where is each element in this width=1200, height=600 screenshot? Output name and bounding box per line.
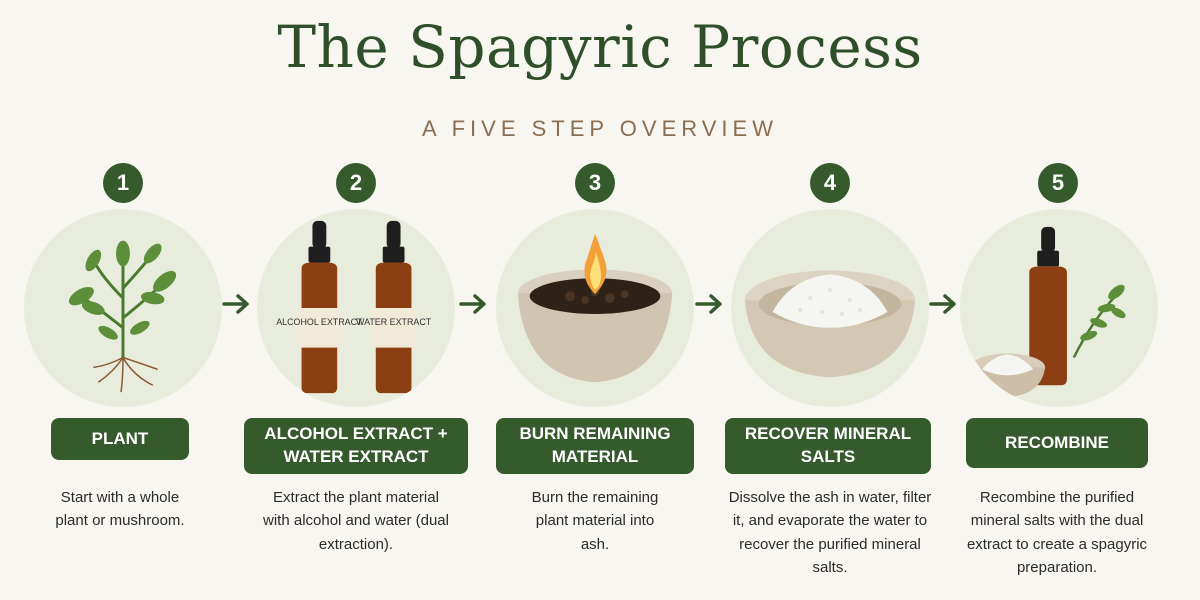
step-number-badge: 1 xyxy=(103,163,143,203)
step-number-badge: 3 xyxy=(575,163,615,203)
step-description: Extract the plant material with alcohol … xyxy=(263,489,449,553)
step-number-badge: 2 xyxy=(336,163,376,203)
page-subtitle: A FIVE STEP OVERVIEW xyxy=(422,116,778,141)
recombine-illustration xyxy=(960,209,1158,407)
burning-bowl-illustration xyxy=(496,209,694,407)
arrow-right-icon xyxy=(459,292,489,316)
step-number-badge: 4 xyxy=(810,163,850,203)
step-description: Burn the remaining plant material into a… xyxy=(531,489,659,553)
step-label: ALCOHOL EXTRACT + WATER EXTRACT xyxy=(244,418,468,474)
step-label: RECOVER MINERAL SALTS xyxy=(725,418,931,474)
arrow-right-icon xyxy=(695,292,725,316)
step-label: PLANT xyxy=(51,418,189,460)
arrow-right-icon xyxy=(929,292,959,316)
plant-illustration xyxy=(24,209,222,407)
step-label: RECOMBINE xyxy=(966,418,1148,468)
page-title: The Spagyric Process xyxy=(277,13,923,81)
step-description: Dissolve the ash in water, filter it, an… xyxy=(728,489,932,576)
step-description: Start with a whole plant or mushroom. xyxy=(55,489,185,530)
step-number-badge: 5 xyxy=(1038,163,1078,203)
bottle-label-text: WATER EXTRACT xyxy=(356,317,432,327)
step-label: BURN REMAINING MATERIAL xyxy=(496,418,694,474)
salt-bowl-illustration xyxy=(731,209,929,407)
step-description: Recombine the purified mineral salts wit… xyxy=(966,489,1148,576)
dropper-bottles-illustration: ALCOHOL EXTRACT WATER EXTRACT xyxy=(257,209,455,407)
bottle-label-text: ALCOHOL EXTRACT xyxy=(276,317,363,327)
arrow-right-icon xyxy=(222,292,252,316)
